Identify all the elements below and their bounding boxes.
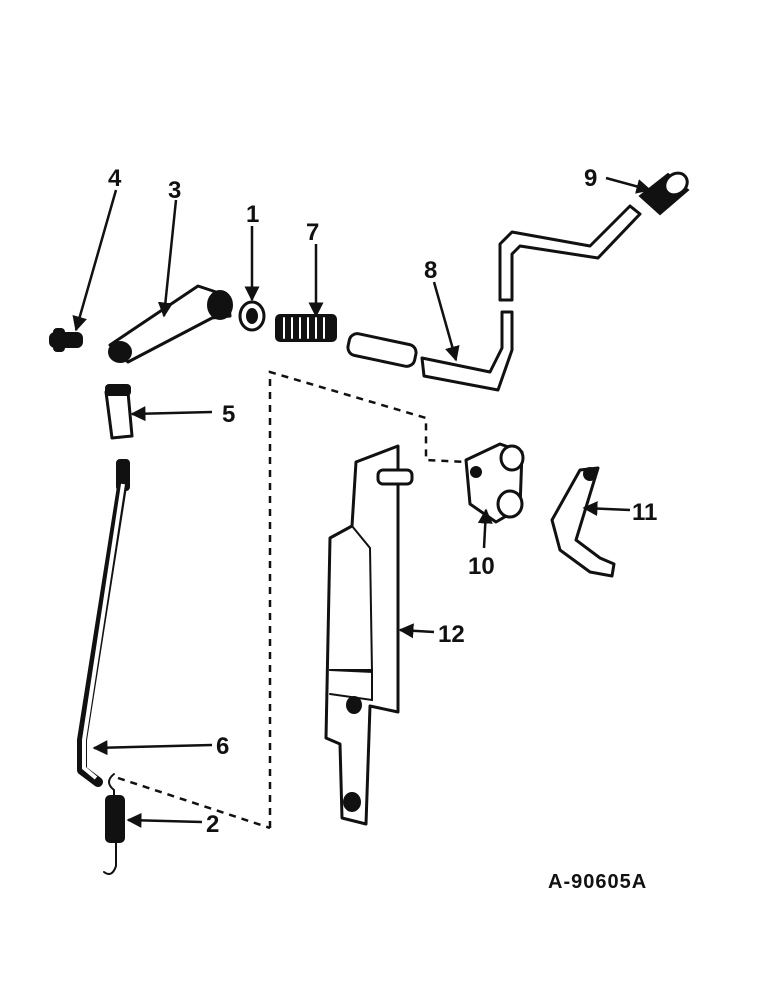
leader-5 [130, 406, 213, 422]
spring-part-2 [103, 773, 125, 875]
leader-12 [398, 623, 435, 639]
leader-4 [72, 189, 118, 332]
assembly-dashed-line-spring [117, 776, 271, 830]
leader-8 [432, 281, 460, 362]
leader-10 [477, 508, 493, 549]
clevis-part-5 [104, 384, 134, 440]
callout-6: 6 [216, 733, 229, 760]
assembly-dashed-line [268, 370, 467, 828]
figure-reference: A-90605A [548, 871, 647, 893]
callout-1: 1 [246, 201, 259, 228]
callout-2: 2 [206, 811, 219, 838]
callout-4: 4 [108, 165, 122, 192]
callout-10: 10 [468, 553, 495, 580]
callout-7: 7 [306, 219, 319, 246]
rod-part-6 [77, 459, 130, 787]
callout-5: 5 [222, 401, 235, 428]
leader-2 [126, 812, 203, 828]
washer-part-1 [238, 300, 266, 332]
callout-8: 8 [424, 257, 437, 284]
leader-11 [582, 501, 631, 517]
callout-12: 12 [438, 621, 465, 648]
callout-11: 11 [632, 499, 657, 526]
lever-part-11 [550, 466, 616, 578]
rod-part-8 [346, 204, 642, 392]
bracket-part-12 [324, 444, 414, 826]
spring-part-7 [275, 314, 337, 342]
plate-part-10 [464, 442, 525, 524]
callout-9: 9 [584, 165, 597, 192]
pin-part-4 [49, 328, 83, 352]
leader-3 [157, 199, 178, 318]
knob-part-9 [638, 171, 690, 216]
leader-9 [605, 176, 652, 194]
callout-3: 3 [168, 177, 181, 204]
leader-6 [92, 740, 213, 756]
lever-part-3 [108, 284, 233, 364]
